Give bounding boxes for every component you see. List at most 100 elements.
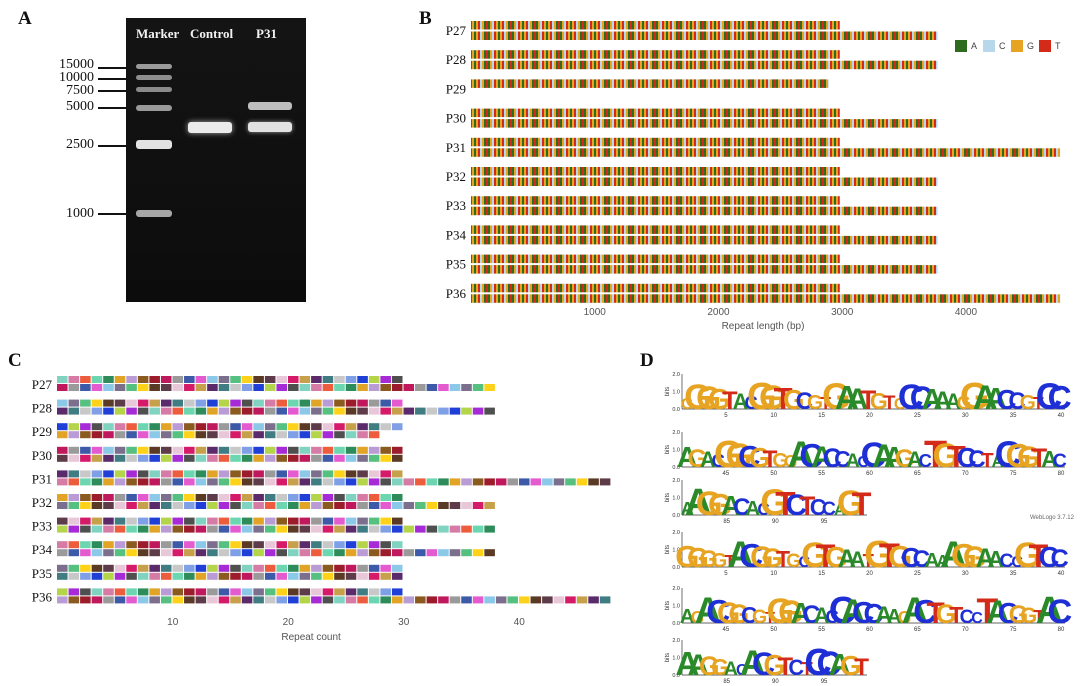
repeat-cell: [357, 431, 368, 439]
repeat-cell: [299, 494, 311, 501]
repeat-cell: [391, 407, 403, 415]
logo-y-tick: 0.0: [672, 621, 680, 627]
marker-label-2500: 2500: [66, 137, 94, 152]
marker-tick: [98, 90, 128, 92]
logo-letter: G: [801, 535, 829, 575]
repeat-cell: [322, 494, 334, 501]
repeat-cell: [334, 588, 345, 596]
repeat-cell: [241, 399, 253, 407]
logo-letter: G: [1017, 441, 1040, 474]
repeat-cell: [507, 596, 518, 604]
repeat-cell: [137, 564, 149, 572]
repeat-cell: [160, 588, 172, 596]
repeat-cell: [114, 384, 126, 391]
repeat-cell: [449, 384, 461, 391]
repeat-cell: [391, 549, 403, 557]
repeat-cell: [264, 446, 276, 454]
repeat-cell: [299, 431, 311, 439]
logo-letter: C: [999, 550, 1013, 572]
repeat-cell: [195, 470, 207, 478]
logo-letter: C: [1051, 545, 1069, 573]
repeat-cell: [334, 502, 345, 509]
repeat-cell: [207, 384, 218, 391]
repeat-cell: [495, 596, 507, 604]
repeat-cell: [80, 376, 91, 383]
repeat-cell: [253, 376, 264, 383]
logo-letter: A: [811, 441, 833, 474]
logo-letter: G: [772, 449, 788, 472]
marker-band: [136, 87, 172, 92]
repeat-cell: [311, 454, 322, 462]
sequence-bar: [471, 225, 840, 234]
repeat-cell: [288, 399, 299, 407]
logo-x-tick: 85: [723, 679, 730, 685]
repeat-cell: [137, 407, 149, 415]
repeat-cell: [184, 564, 195, 572]
repeat-cell: [299, 549, 311, 557]
repeat-cell: [322, 502, 334, 509]
logo-letter: G: [784, 451, 797, 471]
repeat-cell: [299, 454, 311, 462]
repeat-cell: [461, 502, 472, 509]
repeat-cell: [264, 399, 276, 407]
repeat-cell: [345, 454, 357, 462]
repeat-cell: [91, 470, 103, 478]
repeat-cell: [91, 494, 103, 501]
logo-letter: T: [863, 550, 875, 571]
repeat-cell: [114, 588, 126, 596]
repeat-cell: [103, 588, 114, 596]
logo-x-tick: 95: [821, 519, 828, 525]
repeat-cell: [345, 549, 357, 557]
repeat-cell: [449, 596, 461, 604]
logo-letter: G: [759, 379, 786, 417]
logo-letter: A: [940, 534, 967, 575]
repeat-cell: [276, 502, 287, 509]
logo-letter: T: [924, 434, 947, 476]
repeat-cell: [276, 572, 287, 580]
repeat-cell: [114, 431, 126, 439]
logo-letter: T: [947, 439, 966, 474]
repeat-cell: [391, 564, 403, 572]
repeat-cell: [91, 399, 103, 407]
logo-x-tick: 70: [962, 471, 969, 477]
repeat-cell: [103, 446, 114, 454]
repeat-cell: [195, 399, 207, 407]
repeat-cell: [288, 502, 299, 509]
repeat-cell: [68, 525, 80, 533]
repeat-cell: [184, 525, 195, 533]
logo-letter: A: [791, 598, 812, 630]
repeat-cell: [334, 407, 345, 415]
repeat-cell: [311, 525, 322, 533]
logo-letter: A: [700, 447, 716, 472]
repeat-cell: [415, 549, 426, 557]
repeat-cell: [91, 572, 103, 580]
logo-letter: A: [727, 534, 754, 575]
logo-letter: C: [910, 380, 933, 416]
repeat-cell: [218, 525, 230, 533]
logo-letter: C: [741, 602, 758, 628]
repeat-cell: [195, 564, 207, 572]
repeat-cell: [484, 549, 495, 557]
repeat-cell: [57, 502, 68, 509]
repeat-cell: [230, 423, 241, 431]
repeat-cell: [160, 596, 172, 604]
logo-y-label: bits: [665, 545, 671, 554]
repeat-cell: [149, 588, 160, 596]
logo-letter: A: [685, 482, 712, 524]
legend-swatch-c: [983, 40, 995, 52]
repeat-cell: [322, 399, 334, 407]
repeat-cell: [103, 431, 114, 439]
repeat-cell: [334, 384, 345, 391]
repeat-cell: [160, 470, 172, 478]
repeat-cell: [57, 517, 68, 525]
repeat-cell: [391, 525, 403, 533]
marker-band: [136, 210, 172, 217]
repeat-cell: [195, 596, 207, 604]
legend-swatch-g: [1011, 40, 1023, 52]
repeat-cell: [264, 596, 276, 604]
repeat-cell: [91, 454, 103, 462]
repeat-cell: [253, 399, 264, 407]
repeat-cell: [253, 541, 264, 549]
repeat-cell: [114, 494, 126, 501]
